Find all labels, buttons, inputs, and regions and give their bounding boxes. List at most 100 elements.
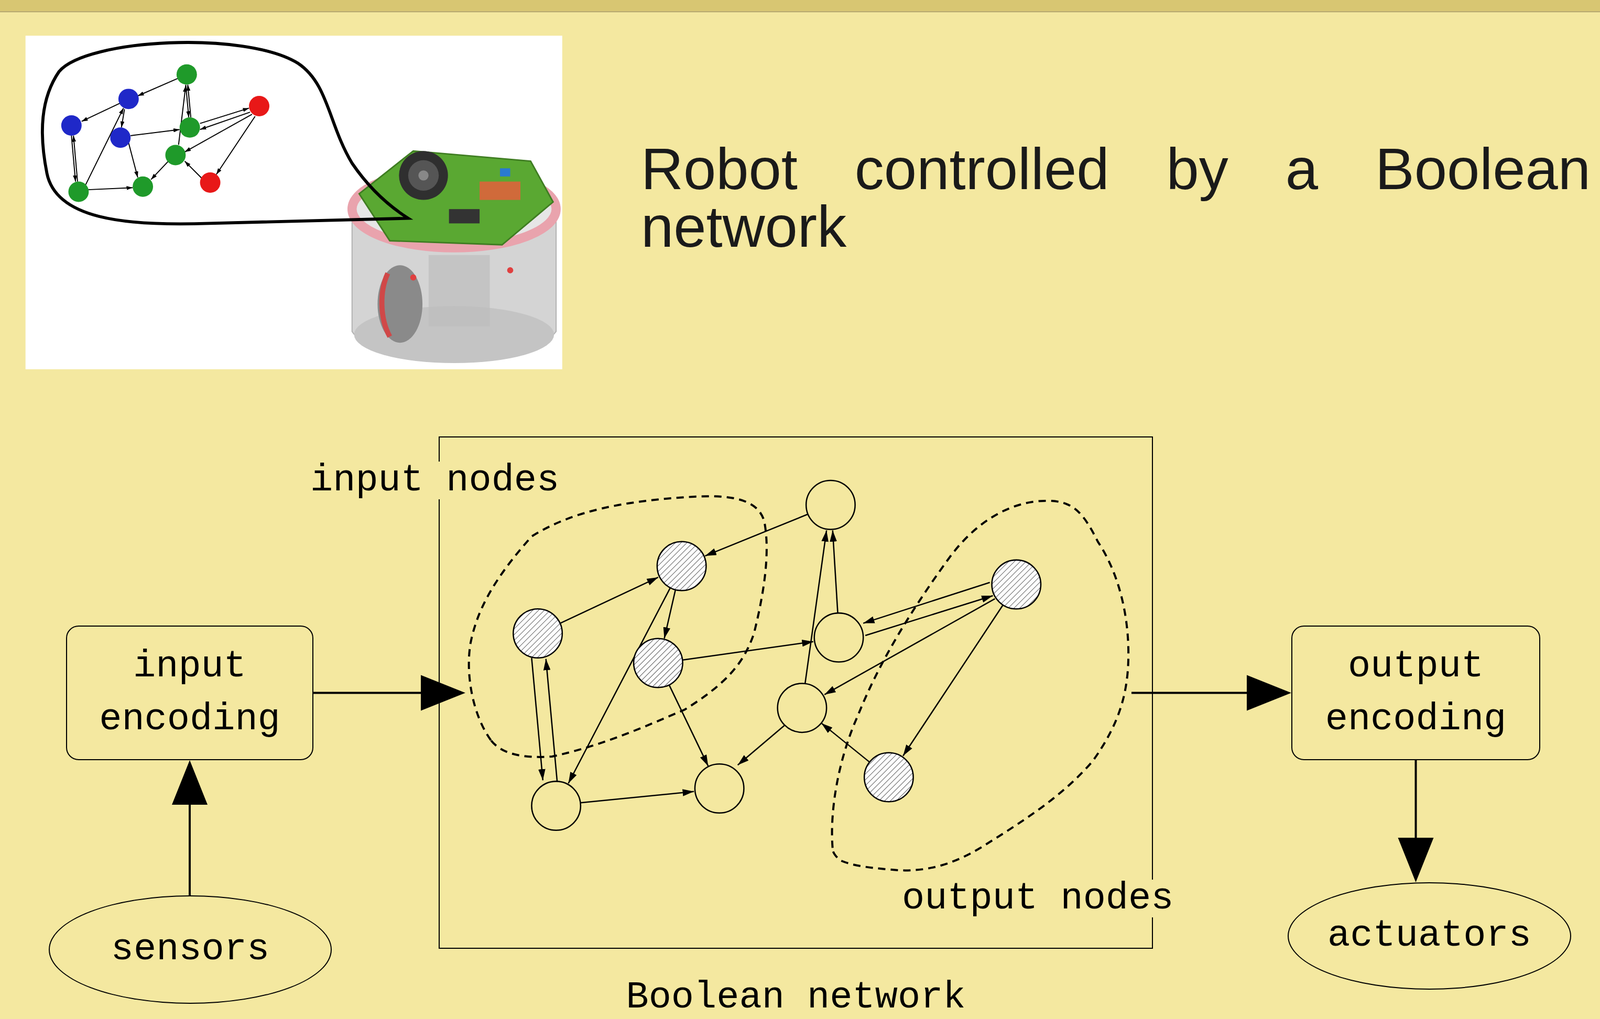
robot-body [507,267,514,274]
top-bar [0,11,1600,13]
arrow-head [171,760,208,805]
dashed-outline [465,495,769,758]
arrow-line [1131,692,1247,695]
network-frame: Boolean networkinput nodesoutput nodes [438,436,1153,950]
region-label: output nodes [898,879,1177,918]
robot-body [410,274,417,281]
robot-body [382,273,390,337]
robot-body [479,181,521,201]
inner-network-circles [513,608,562,658]
box-label: sensors [111,923,270,977]
slide-title: Robot controlled by a Boolean network [640,140,1591,256]
frame-label: Boolean network [439,978,1152,1017]
robot-picture [25,35,563,370]
network-dots [61,115,82,136]
network-links [81,103,121,122]
robot-body [398,150,448,200]
network-links [87,187,133,190]
network-links [71,78,255,190]
flow-arrow [1131,675,1292,712]
actuator-ellipse: actuators [1287,882,1572,990]
inner-network-circles [806,480,855,530]
inner-network-circles [864,753,913,802]
robot-body [352,150,557,364]
network-links [184,161,202,179]
inner-network-links [531,658,543,781]
network-bubble [42,42,409,224]
inner-network-circles [814,613,864,662]
box-label: output encoding [1292,640,1540,747]
inner-network-links [531,514,1004,803]
inner-network-circles [777,683,827,733]
robot-body [449,209,480,224]
encoding-box: output encoding [1291,625,1541,761]
network-dots [200,172,221,193]
network-links [187,84,191,118]
network-dots [61,64,270,203]
inner-network-links [682,641,814,661]
dashed-outline [825,498,1132,874]
network-links [71,135,76,182]
arrow-head [1246,675,1292,712]
network-links [130,129,180,136]
network-dots [68,181,89,203]
network-dots [176,64,198,85]
inner-network-links [804,530,827,684]
arrow-line [313,692,421,695]
inner-network-circles [657,541,706,591]
region-label: input nodes [307,461,563,500]
inner-network-links [560,577,659,624]
top-bar [0,0,1600,12]
node-region: output nodes [825,498,1132,874]
network-bubble [42,42,409,224]
flow-arrow [171,760,208,896]
flow-arrow [313,675,466,712]
network-dots [179,117,201,138]
dashed-outline [832,501,1129,871]
network-dots [110,127,131,148]
inner-network-circles [992,560,1041,609]
arrow-line [188,804,191,896]
dashed-outline [469,496,767,758]
inner-network-links [580,791,694,803]
box-label: input encoding [67,640,313,747]
network-links [150,161,169,180]
inner-network-circles [531,781,581,831]
robot-body [377,265,423,343]
robot-body [418,170,429,181]
inner-network-circles [633,638,683,688]
network-links [128,143,138,178]
network-links [137,78,178,96]
node-region: input nodes [465,495,769,758]
inner-network-links [737,725,786,766]
inner-network-links [832,530,838,614]
network-dots [118,88,139,110]
robot-body [428,255,491,327]
robot-body [358,150,553,245]
robot-body [499,168,510,177]
box-label: actuators [1327,909,1532,963]
network-dots [165,144,186,166]
arrow-head [420,675,466,712]
network-links [200,112,250,130]
network-links [73,135,78,182]
inner-network-links [902,605,1004,757]
inner-network-links [704,514,809,557]
arrow-line [1415,760,1418,838]
arrow-head [1398,837,1434,883]
inner-network-circles [513,480,1041,831]
encoding-box: input encoding [66,625,314,761]
robot-picture [25,35,563,370]
flow-arrow [1398,760,1434,883]
inner-network-links [546,659,558,782]
inner-network-links [865,595,993,636]
robot-body [408,160,439,191]
inner-network-circles [694,764,744,813]
network-dots [248,95,270,117]
network-dots [132,176,154,198]
inner-network-links [821,723,870,763]
top-bar [0,0,1600,12]
sensor-ellipse: sensors [48,895,332,1005]
network-links [216,116,256,175]
